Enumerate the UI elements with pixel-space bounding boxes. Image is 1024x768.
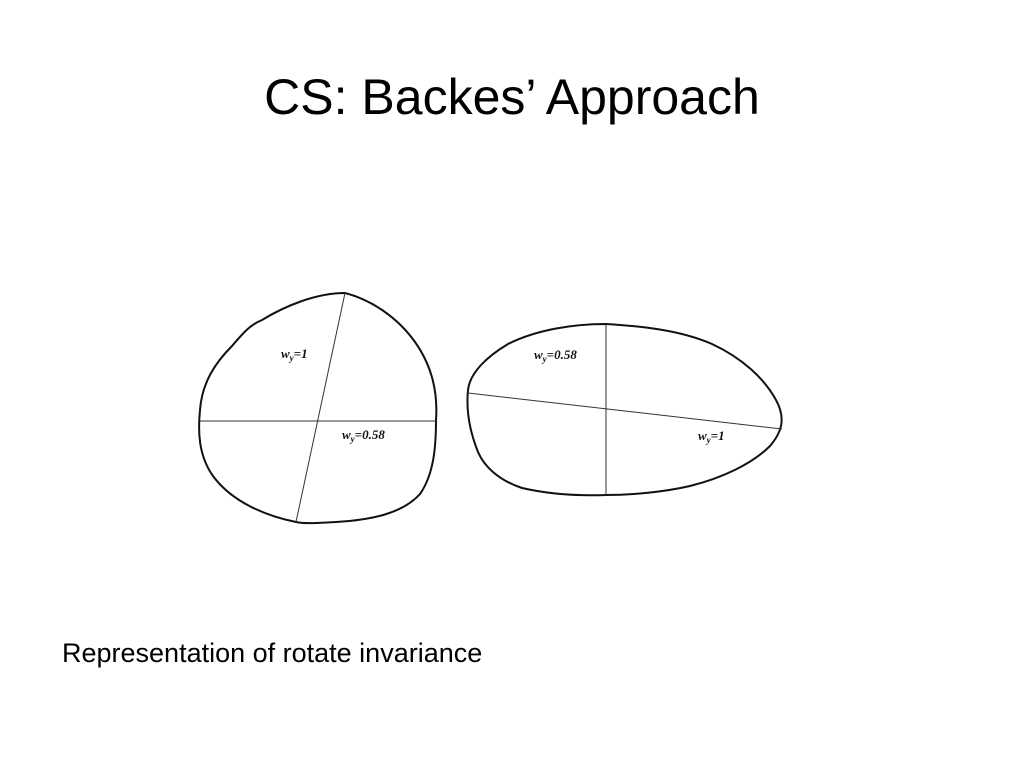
right-shape-major-axis (467, 392, 783, 430)
left-shape-minor-label: wy=0.58 (342, 427, 385, 444)
left-shape: wy=1 wy=0.58 (198, 291, 438, 525)
slide-title: CS: Backes’ Approach (264, 69, 760, 125)
slide-caption: Representation of rotate invariance (62, 638, 483, 668)
right-shape: wy=0.58 wy=1 (466, 322, 783, 497)
left-shape-major-label: wy=1 (281, 346, 308, 363)
left-shape-outline (198, 291, 438, 525)
right-shape-minor-label: wy=0.58 (534, 347, 577, 364)
left-shape-major-axis (295, 292, 346, 523)
right-shape-outline (466, 322, 783, 497)
right-shape-major-label: wy=1 (698, 428, 725, 445)
